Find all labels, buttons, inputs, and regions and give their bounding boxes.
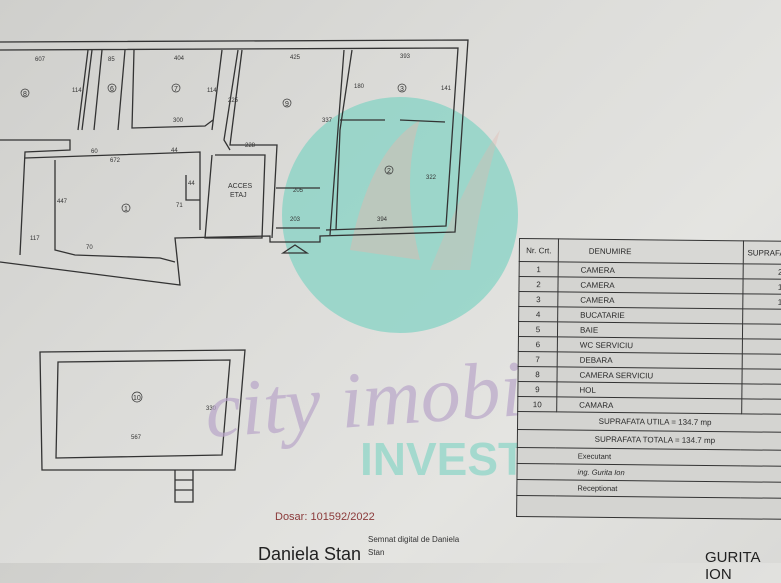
access-label: ACCES	[228, 183, 252, 190]
access-label: ETAJ	[230, 192, 247, 199]
dimension-label: 60	[91, 149, 98, 155]
dimension-label: 300	[173, 118, 184, 124]
room-marker: 2	[384, 165, 394, 175]
table-header-row: Nr. Crt. DENUMIRE SUPRAFATA	[519, 238, 781, 265]
row-area: 28.8	[742, 263, 781, 280]
row-area: 13	[741, 368, 781, 385]
row-nr: 2	[518, 276, 559, 292]
room-marker: 7	[171, 83, 181, 93]
dimension-label: 180	[354, 84, 365, 90]
row-nr: 6	[518, 336, 558, 352]
row-area: 16.5	[742, 278, 781, 295]
svg-text:1: 1	[124, 206, 128, 213]
engineer-signature-name: GURITA ION	[705, 549, 760, 583]
room-marker: 6	[107, 83, 117, 93]
row-nr: 4	[518, 306, 558, 322]
svg-text:6: 6	[110, 86, 114, 93]
svg-text:7: 7	[174, 86, 178, 93]
room-marker: 1	[121, 203, 131, 213]
dimension-label: 322	[426, 175, 437, 181]
room-numbers: 8 6 7 9 3 2 1 10	[20, 83, 407, 403]
room-marker: 3	[397, 83, 407, 93]
watermark-logo-circle	[282, 97, 518, 333]
dimension-label: 203	[290, 217, 301, 223]
dimension-label: 114	[72, 88, 82, 94]
header-nr: Nr. Crt.	[519, 238, 559, 262]
dimension-label: 70	[86, 245, 93, 251]
dimension-label: 114	[207, 88, 217, 94]
dimension-label: 337	[322, 118, 333, 124]
watermark-logo-leaf	[430, 130, 500, 270]
row-area: 2	[741, 383, 781, 400]
row-nr: 1	[519, 261, 559, 277]
row-area: 3.3	[742, 323, 781, 340]
row-nr: 7	[518, 351, 558, 367]
row-area: 3.9	[742, 308, 781, 325]
row-nr: 8	[517, 366, 558, 382]
svg-text:10: 10	[133, 395, 141, 402]
dimension-label: 85	[108, 57, 115, 63]
dimension-label: 225	[228, 98, 239, 104]
dimension-label: 44	[171, 148, 178, 154]
plan-walls	[0, 39, 469, 503]
dimension-label: 44	[188, 181, 195, 187]
dimension-label: 404	[174, 56, 185, 62]
dimension-label: 394	[377, 217, 388, 223]
header-name: DENUMIRE	[558, 238, 744, 264]
watermark-brand-text: INVEST	[360, 433, 526, 485]
row-nr: 10	[517, 396, 557, 412]
svg-text:8: 8	[23, 91, 27, 98]
dimension-label: 607	[35, 57, 46, 63]
row-nr: 5	[518, 321, 558, 337]
dimension-label: 330	[206, 406, 217, 412]
blank-row	[516, 495, 781, 520]
floor-plan: 607 114 85 404 114 300 225 425 337 393 1…	[0, 39, 548, 503]
dimension-label: 393	[400, 54, 411, 60]
dimension-label: 567	[131, 435, 142, 441]
dimension-label: 425	[290, 55, 301, 61]
room-marker: 10	[131, 391, 143, 403]
row-area: 12.0	[742, 293, 781, 310]
watermark-logo-leaf	[350, 120, 420, 260]
svg-text:9: 9	[285, 101, 289, 108]
row-nr: 3	[518, 291, 558, 307]
dimension-label: 141	[441, 86, 452, 92]
svg-text:3: 3	[400, 86, 404, 93]
dosar-number: Dosar: 101592/2022	[275, 511, 375, 523]
plan-dimensions: 607 114 85 404 114 300 225 425 337 393 1…	[30, 54, 452, 441]
dimension-label: 672	[110, 158, 121, 164]
dimension-label: 117	[30, 236, 40, 242]
digital-signature-note: Semnat digital de Daniela Stan	[368, 533, 459, 559]
signature-name: Daniela Stan	[258, 544, 362, 564]
dimension-label: 228	[245, 143, 256, 149]
row-area: 10	[741, 353, 781, 370]
dimension-label: 447	[57, 199, 68, 205]
row-nr: 9	[517, 381, 557, 397]
header-area: SUPRAFATA	[742, 240, 781, 265]
signature-note-line: Stan	[368, 548, 385, 557]
signature-note-line: Semnat digital de Daniela	[368, 535, 460, 544]
dimension-label: 205	[293, 188, 304, 194]
row-area: 4.	[741, 338, 781, 355]
room-marker: 8	[20, 88, 30, 98]
room-marker: 9	[282, 98, 292, 108]
dimension-label: 71	[176, 203, 183, 209]
row-area: 1	[741, 398, 781, 415]
svg-text:2: 2	[387, 168, 391, 175]
